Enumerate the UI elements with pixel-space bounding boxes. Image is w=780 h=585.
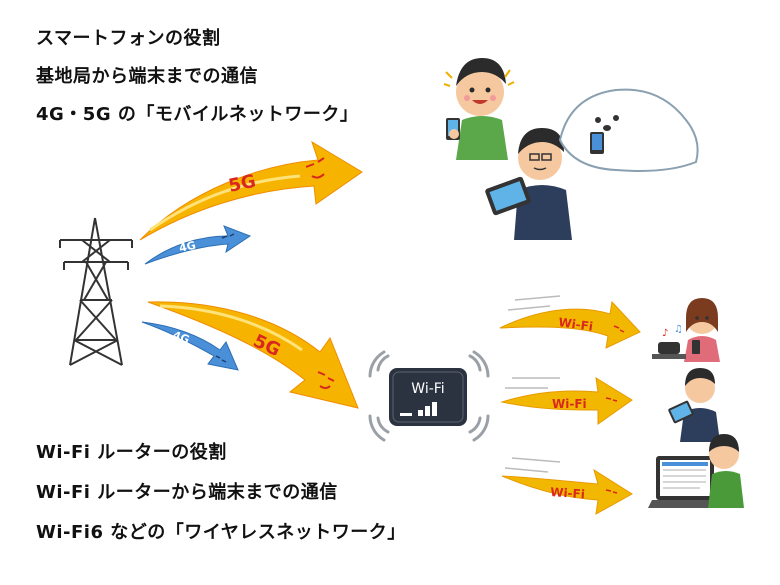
wifi-line2: Wi-Fi6 などの「ワイヤレスネットワーク」 bbox=[36, 522, 406, 543]
arrow-face-icon bbox=[613, 325, 625, 333]
arrow-4g-upper-label: 4G bbox=[178, 239, 197, 255]
arrow-wifi-middle: Wi-Fi bbox=[500, 377, 633, 425]
arrow-wifi-middle-label: Wi-Fi bbox=[552, 397, 587, 411]
arrow-wifi-top: Wi-Fi bbox=[499, 295, 641, 349]
tower-icon bbox=[59, 217, 133, 366]
person-smartphone-icon bbox=[443, 58, 515, 160]
arrow-4g-lower-label: 4G bbox=[171, 329, 191, 347]
arrow-face-icon bbox=[215, 355, 227, 363]
person-computer-icon bbox=[648, 434, 744, 508]
seal-icon bbox=[558, 88, 699, 172]
wifi-line1: Wi-Fi ルーターから端末までの通信 bbox=[36, 482, 338, 503]
arrow-4g-upper: 4G bbox=[144, 225, 252, 265]
svg-text:♪: ♪ bbox=[662, 328, 668, 339]
arrow-5g-upper: 5G bbox=[139, 140, 363, 241]
arrow-face-icon bbox=[605, 489, 618, 494]
person-music-icon: ♪ ♫ bbox=[652, 298, 720, 362]
arrow-wifi-top-label: Wi-Fi bbox=[558, 315, 594, 334]
smartphone-line1: 基地局から端末までの通信 bbox=[36, 66, 258, 87]
arrow-face-icon bbox=[305, 157, 325, 179]
svg-text:♫: ♫ bbox=[674, 324, 683, 335]
signal-bars-icon bbox=[400, 402, 437, 416]
arrow-face-icon bbox=[221, 233, 235, 239]
arrow-4g-lower: 4G bbox=[141, 321, 239, 371]
wifi-heading: Wi-Fi ルーターの役割 bbox=[36, 442, 227, 463]
smartphone-heading: スマートフォンの役割 bbox=[36, 28, 221, 49]
person-tablet-small-icon bbox=[668, 368, 720, 442]
wifi-router-icon: Wi-Fi bbox=[368, 350, 490, 442]
router-label: Wi-Fi bbox=[411, 381, 444, 397]
arrow-face-icon bbox=[605, 397, 618, 402]
arrow-wifi-bottom: Wi-Fi bbox=[501, 457, 633, 515]
person-tablet-icon bbox=[485, 128, 572, 240]
arrow-wifi-bottom-label: Wi-Fi bbox=[550, 485, 586, 501]
smartphone-line2: 4G・5G の「モバイルネットワーク」 bbox=[36, 104, 359, 125]
arrow-face-icon bbox=[317, 371, 335, 389]
arrow-5g-lower: 5G bbox=[147, 301, 359, 409]
